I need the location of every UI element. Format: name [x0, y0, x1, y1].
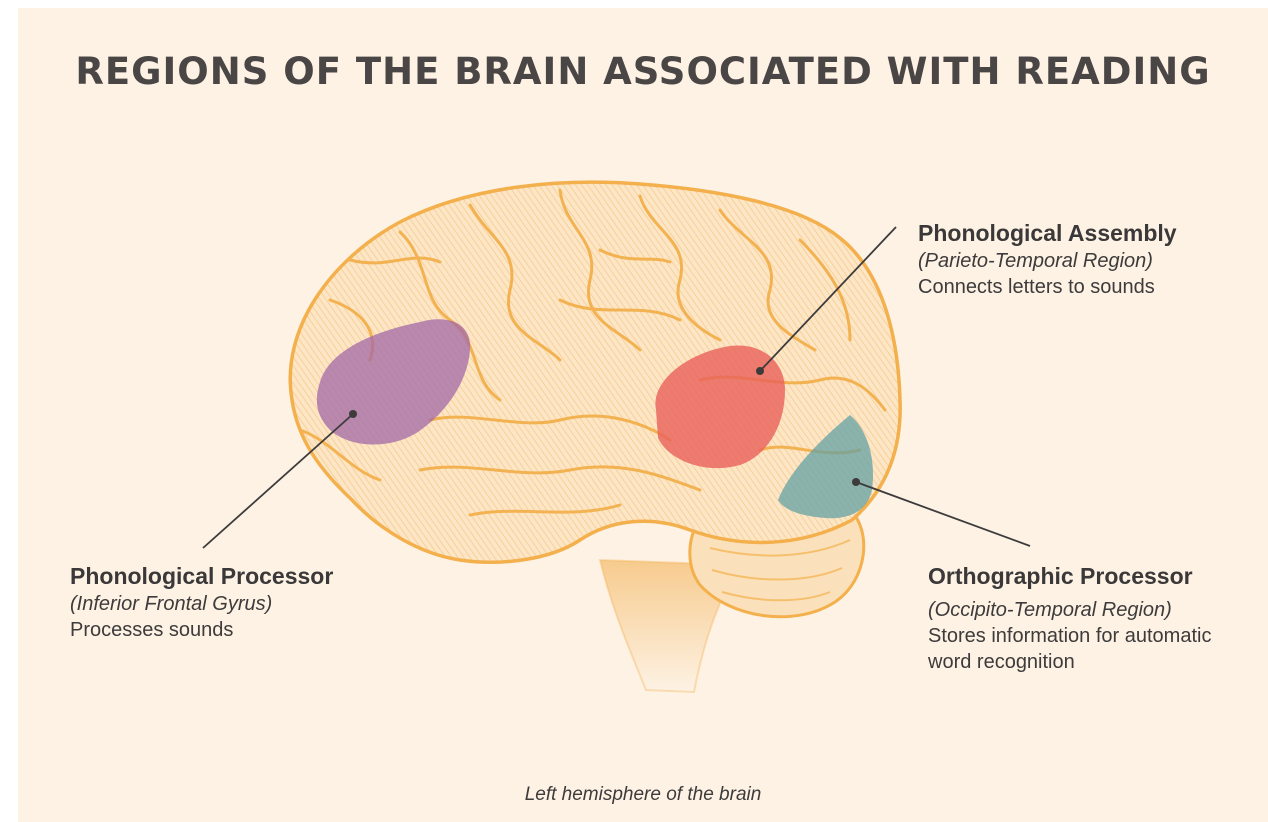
- phonological-processor-name: Phonological Processor: [70, 561, 333, 591]
- orthographic-processor-name: Orthographic Processor: [928, 561, 1218, 591]
- orthographic-processor-description: Stores information for automatic word re…: [928, 623, 1218, 675]
- phonological-assembly-label: Phonological Assembly (Parieto-Temporal …: [918, 218, 1177, 300]
- orthographic-processor-label: Orthographic Processor (Occipito-Tempora…: [928, 561, 1218, 675]
- phonological-processor-label: Phonological Processor (Inferior Frontal…: [70, 561, 333, 643]
- orthographic-processor-marker: [852, 478, 860, 486]
- phonological-assembly-region-text: (Parieto-Temporal Region): [918, 248, 1177, 274]
- phonological-processor-marker: [349, 410, 357, 418]
- phonological-assembly-description: Connects letters to sounds: [918, 274, 1177, 300]
- phonological-assembly-name: Phonological Assembly: [918, 218, 1177, 248]
- phonological-processor-description: Processes sounds: [70, 617, 333, 643]
- orthographic-processor-region-text: (Occipito-Temporal Region): [928, 597, 1218, 623]
- phonological-assembly-marker: [756, 367, 764, 375]
- phonological-processor-region-text: (Inferior Frontal Gyrus): [70, 591, 333, 617]
- caption: Left hemisphere of the brain: [18, 784, 1268, 806]
